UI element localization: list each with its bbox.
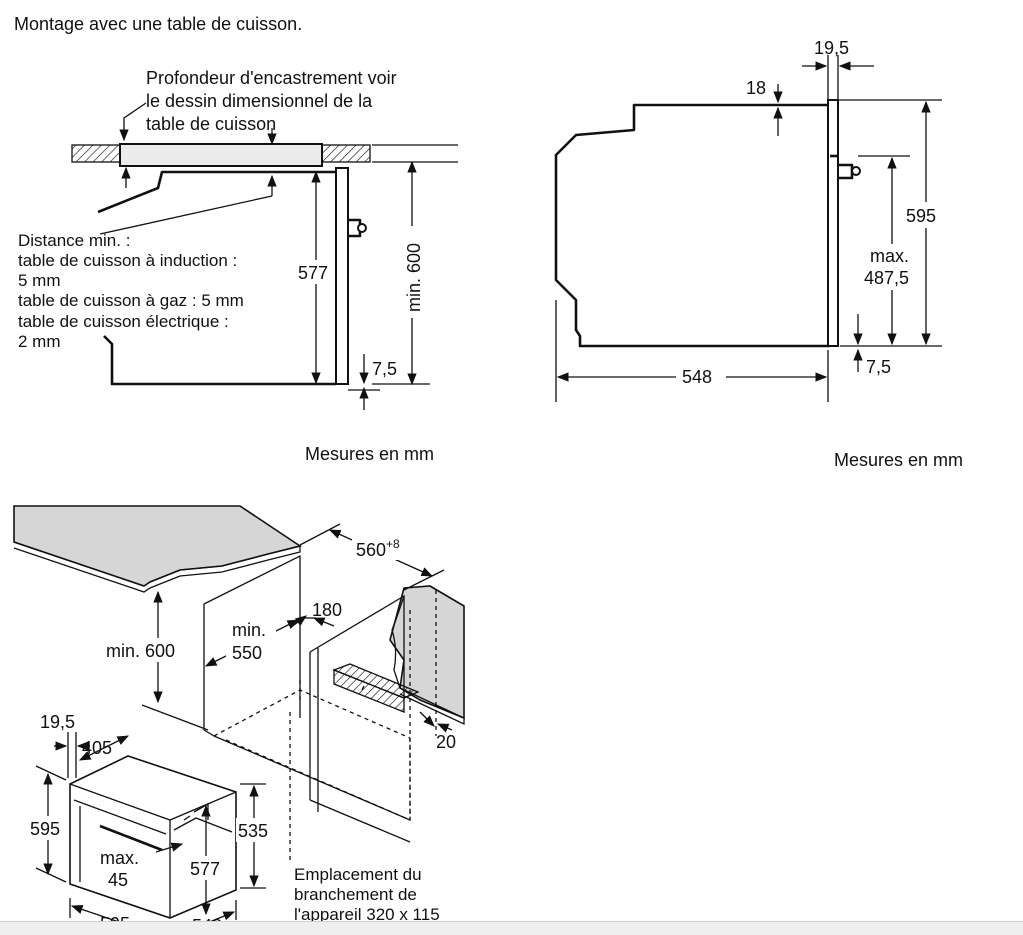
page-title: Montage avec une table de cuisson. (14, 14, 302, 34)
oven-lower-outline (103, 335, 336, 386)
dim-577-iso: 577 (190, 859, 220, 879)
units-left: Mesures en mm (305, 444, 434, 464)
dim-405: 405 (82, 738, 112, 758)
dim-7-5-right: 7,5 (866, 357, 891, 377)
dim-min-b: 550 (232, 643, 262, 663)
dim-577-left: 577 (298, 263, 328, 283)
left-section-view: 577 min. 600 7,5 Profondeur d'encastreme… (18, 68, 458, 464)
dim-548-right: 548 (682, 367, 712, 387)
dim-max-b-right: 487,5 (864, 268, 909, 288)
hob-note-1: Profondeur d'encastrement voir (146, 68, 397, 88)
dim-560: 560+8 (356, 537, 400, 560)
distance-5: table de cuisson électrique : (18, 312, 229, 331)
hob-note-2: le dessin dimensionnel de la (146, 91, 373, 111)
distance-3: 5 mm (18, 271, 61, 290)
dim-595-right: 595 (906, 206, 936, 226)
hob (119, 143, 323, 167)
dim-18-right: 18 (746, 78, 766, 98)
bottom-scroll-strip (0, 921, 1023, 935)
dim-19-5-right: 19,5 (814, 38, 849, 58)
oven-door (335, 167, 349, 385)
dim-min600-iso: min. 600 (106, 641, 175, 661)
distance-2: table de cuisson à induction : (18, 251, 237, 270)
distance-6: 2 mm (18, 332, 61, 351)
worktop-right (321, 144, 371, 163)
dim-20: 20 (436, 732, 456, 752)
connection-3: l'appareil 320 x 115 (294, 905, 440, 924)
oven-door-right (827, 99, 839, 347)
dim-max-a-right: max. (870, 246, 909, 266)
dim-min-a: min. (232, 620, 266, 640)
distance-4: table de cuisson à gaz : 5 mm (18, 291, 244, 310)
connection-2: branchement de (294, 885, 417, 904)
hob-note-3: table de cuisson (146, 114, 276, 134)
worktop-left (71, 144, 121, 163)
distance-1: Distance min. : (18, 231, 130, 250)
oven-top-outline (97, 170, 336, 214)
dim-7-5-left: 7,5 (372, 359, 397, 379)
dim-max-b-iso: 45 (108, 870, 128, 890)
units-right: Mesures en mm (834, 450, 963, 470)
small-oven-body (69, 755, 237, 919)
oven-body-outline (554, 103, 830, 348)
worktop-iso-left (13, 505, 302, 587)
dim-max-a-iso: max. (100, 848, 139, 868)
dim-min600-left: min. 600 (404, 243, 424, 312)
dim-535: 535 (238, 821, 268, 841)
dim-180: 180 (312, 600, 342, 620)
isometric-view: 560+8 180 min. 550 min. 600 20 (13, 505, 465, 934)
dim-19-5-iso: 19,5 (40, 712, 75, 732)
dim-595-iso: 595 (30, 819, 60, 839)
right-side-view: 19,5 18 595 max. 487,5 7,5 548 Mesures e… (554, 38, 963, 470)
connection-1: Emplacement du (294, 865, 422, 884)
